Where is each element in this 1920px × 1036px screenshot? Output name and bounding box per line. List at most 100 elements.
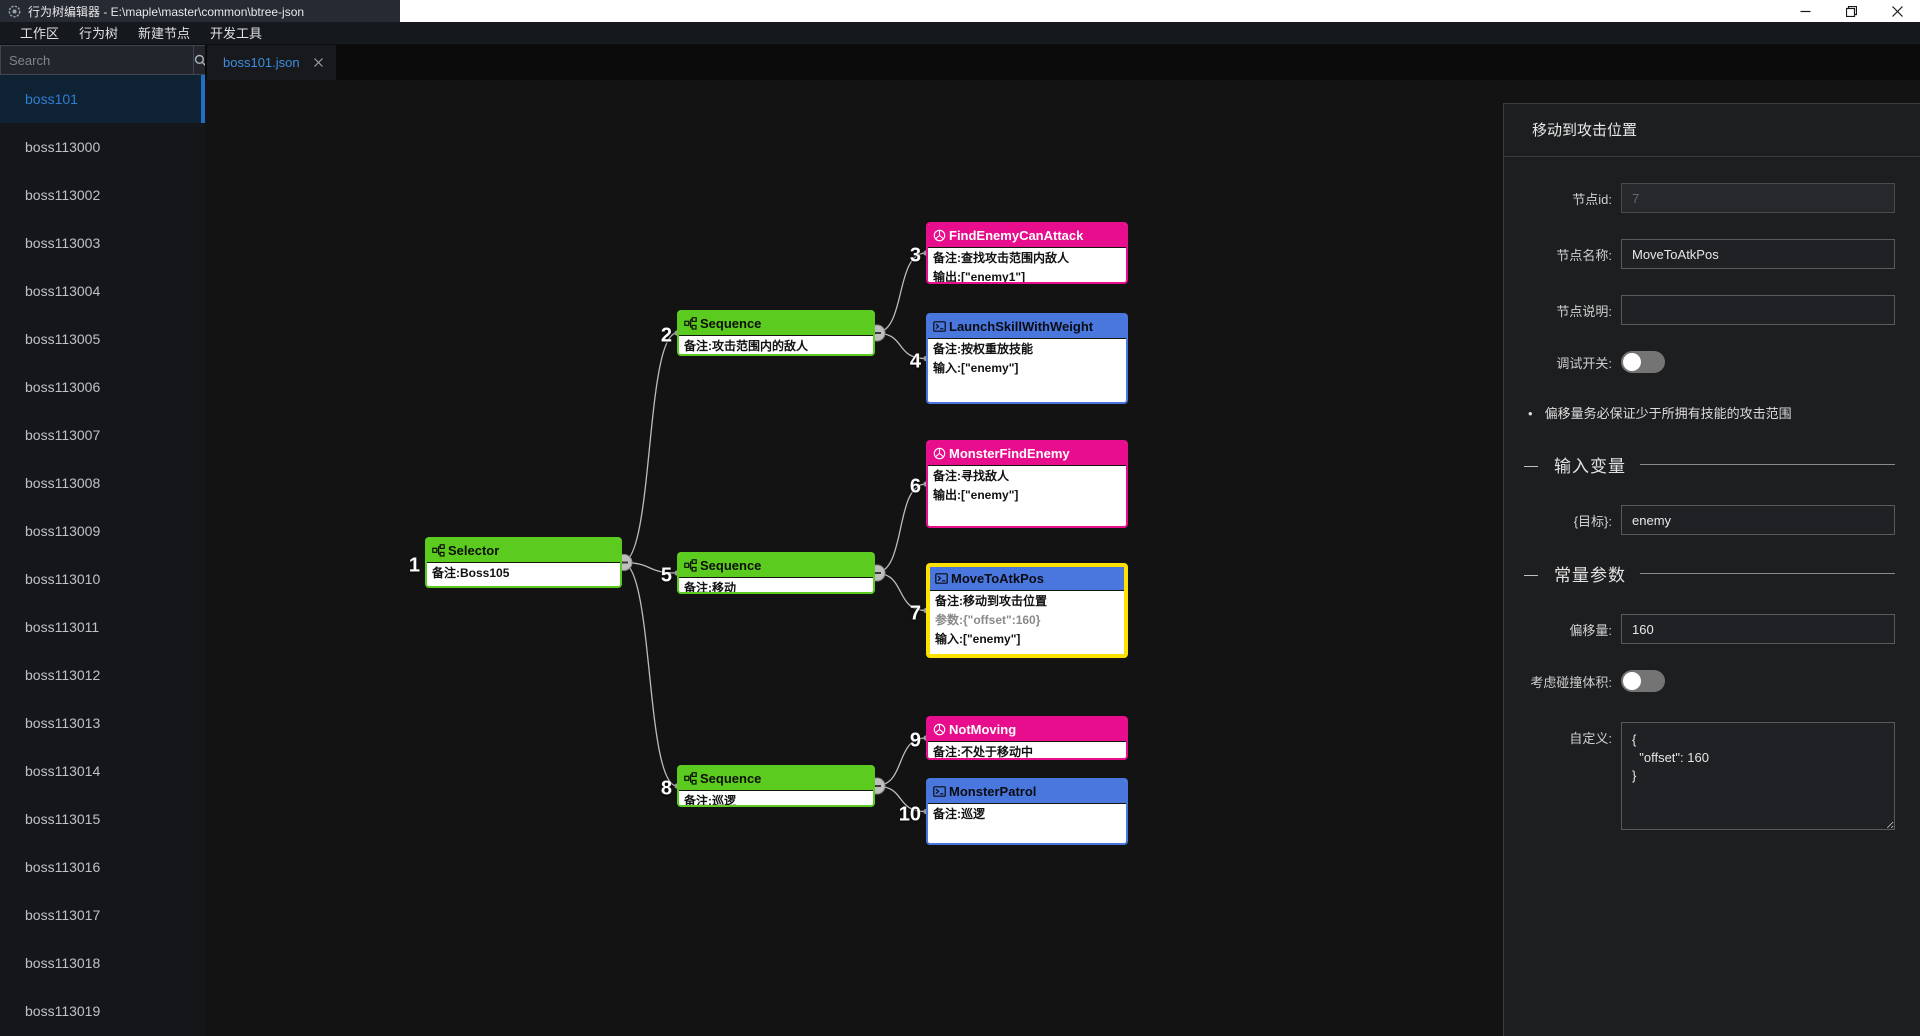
collision-toggle[interactable] <box>1621 670 1665 692</box>
sidebar-item-boss113000[interactable]: boss113000 <box>25 139 101 155</box>
sidebar-item-boss113009[interactable]: boss113009 <box>25 523 101 539</box>
node-id-label: 节点id: <box>1572 191 1612 207</box>
menu-item-workspace[interactable]: 工作区 <box>20 25 60 41</box>
tab-boss101[interactable]: boss101.json <box>207 45 336 80</box>
node-desc-field[interactable] <box>1621 295 1895 325</box>
node-id-field <box>1621 183 1895 213</box>
node-order-number: 8 <box>660 777 672 800</box>
sidebar-item-boss113013[interactable]: boss113013 <box>25 715 101 731</box>
node-line: 备注:Boss105 <box>432 566 510 580</box>
tree-node-MonsterFindEnemy[interactable]: MonsterFindEnemy 备注:寻找敌人输出:["enemy"] <box>926 440 1128 528</box>
node-order-number: 2 <box>660 324 672 347</box>
debug-switch-label: 调试开关: <box>1556 355 1612 371</box>
offset-label: 偏移量: <box>1569 622 1612 638</box>
minimize-button[interactable] <box>1782 0 1828 22</box>
node-name-field[interactable] <box>1621 239 1895 269</box>
custom-label: 自定义: <box>1569 731 1612 746</box>
sidebar: boss101 boss113000 boss113002 boss113003 bos… <box>0 45 208 1036</box>
node-title: Selector <box>448 543 500 558</box>
offset-field[interactable] <box>1621 614 1895 644</box>
node-title: NotMoving <box>949 722 1017 737</box>
menu-item-behavior-tree[interactable]: 行为树 <box>79 25 119 41</box>
node-line: 备注:按权重放技能 <box>933 342 1033 356</box>
sidebar-item-boss113005[interactable]: boss113005 <box>25 331 101 347</box>
close-button[interactable] <box>1874 0 1920 22</box>
tree-node-Sequence[interactable]: Sequence 备注:攻击范围内的敌人 <box>677 310 875 356</box>
sidebar-item-boss113016[interactable]: boss113016 <box>25 859 101 875</box>
action-icon <box>933 320 946 333</box>
condition-icon <box>933 447 946 460</box>
panel-note: 偏移量务必保证少于所拥有技能的攻击范围 <box>1528 403 1895 422</box>
sidebar-item-boss101[interactable]: boss101 <box>0 75 205 123</box>
restore-button[interactable] <box>1828 0 1874 22</box>
sidebar-item-boss113017[interactable]: boss113017 <box>25 907 101 923</box>
sidebar-item-boss113010[interactable]: boss113010 <box>25 571 101 587</box>
sidebar-item-boss113012[interactable]: boss113012 <box>25 667 101 683</box>
sidebar-item-boss113003[interactable]: boss113003 <box>25 235 101 251</box>
menu-item-new-node[interactable]: 新建节点 <box>138 25 191 41</box>
search-input[interactable] <box>0 45 193 75</box>
composite-icon <box>684 317 697 330</box>
node-order-number: 9 <box>909 729 921 752</box>
node-line: 备注:攻击范围内的敌人 <box>684 339 808 353</box>
window-title: 行为树编辑器 - E:\maple\master\common\btree-js… <box>28 4 305 19</box>
target-field[interactable] <box>1621 505 1895 535</box>
node-line: 输出:["enemy1"] <box>933 270 1026 284</box>
panel-title: 移动到攻击位置 <box>1504 104 1920 157</box>
node-line: 备注:查找攻击范围内敌人 <box>933 251 1069 265</box>
properties-panel: 移动到攻击位置 节点id: 节点名称: 节点说明: 调试开关: 偏移量务必保证少… <box>1503 103 1920 1036</box>
search-button[interactable] <box>193 45 208 75</box>
node-name-label: 节点名称: <box>1556 247 1612 263</box>
node-order-number: 6 <box>909 475 921 498</box>
node-line: 备注:移动 <box>684 581 736 594</box>
node-title: MonsterPatrol <box>949 784 1037 799</box>
edge <box>621 332 678 564</box>
sidebar-item-boss113018[interactable]: boss113018 <box>25 955 101 971</box>
sidebar-item-boss113006[interactable]: boss113006 <box>25 379 101 395</box>
sidebar-item-boss113019[interactable]: boss113019 <box>25 1003 101 1019</box>
target-label: {目标}: <box>1573 513 1612 529</box>
sidebar-item-boss113002[interactable]: boss113002 <box>25 187 101 203</box>
node-desc-label: 节点说明: <box>1556 303 1612 319</box>
edge <box>621 561 678 787</box>
tab-close-icon[interactable] <box>313 58 324 68</box>
debug-toggle[interactable] <box>1621 351 1665 373</box>
menu-bar: 工作区 行为树 新建节点 开发工具 <box>0 22 1920 45</box>
composite-icon <box>432 544 445 557</box>
node-order-number: 3 <box>909 244 921 267</box>
node-order-number: 5 <box>660 564 672 587</box>
sidebar-item-boss113007[interactable]: boss113007 <box>25 427 101 443</box>
action-icon <box>933 785 946 798</box>
menu-item-dev-tools[interactable]: 开发工具 <box>210 25 263 41</box>
composite-icon <box>684 772 697 785</box>
sidebar-item-boss113015[interactable]: boss113015 <box>25 811 101 827</box>
node-line: 输入:["enemy"] <box>935 632 1021 646</box>
title-bar-dark-area: 行为树编辑器 - E:\maple\master\common\btree-js… <box>0 0 400 22</box>
custom-json-field[interactable]: { "offset": 160 } <box>1621 722 1895 830</box>
node-line: 备注:移动到攻击位置 <box>935 594 1047 608</box>
node-line: 备注:寻找敌人 <box>933 469 1009 483</box>
tree-node-Selector[interactable]: Selector 备注:Boss105 <box>425 537 622 588</box>
tab-label: boss101.json <box>223 55 300 70</box>
condition-icon <box>933 229 946 242</box>
section-const-params: 常量参数 <box>1524 561 1895 586</box>
node-line: 输出:["enemy"] <box>933 488 1019 502</box>
node-title: Sequence <box>700 316 762 331</box>
node-title: LaunchSkillWithWeight <box>949 319 1094 334</box>
node-title: MonsterFindEnemy <box>949 446 1070 461</box>
sidebar-item-boss113011[interactable]: boss113011 <box>25 619 100 635</box>
tab-strip: boss101.json <box>205 45 1920 80</box>
action-icon <box>935 572 948 585</box>
sidebar-item-boss113004[interactable]: boss113004 <box>25 283 101 299</box>
node-title: MoveToAtkPos <box>951 571 1044 586</box>
sidebar-item-boss113014[interactable]: boss113014 <box>25 763 101 779</box>
sidebar-item-boss113008[interactable]: boss113008 <box>25 475 101 491</box>
